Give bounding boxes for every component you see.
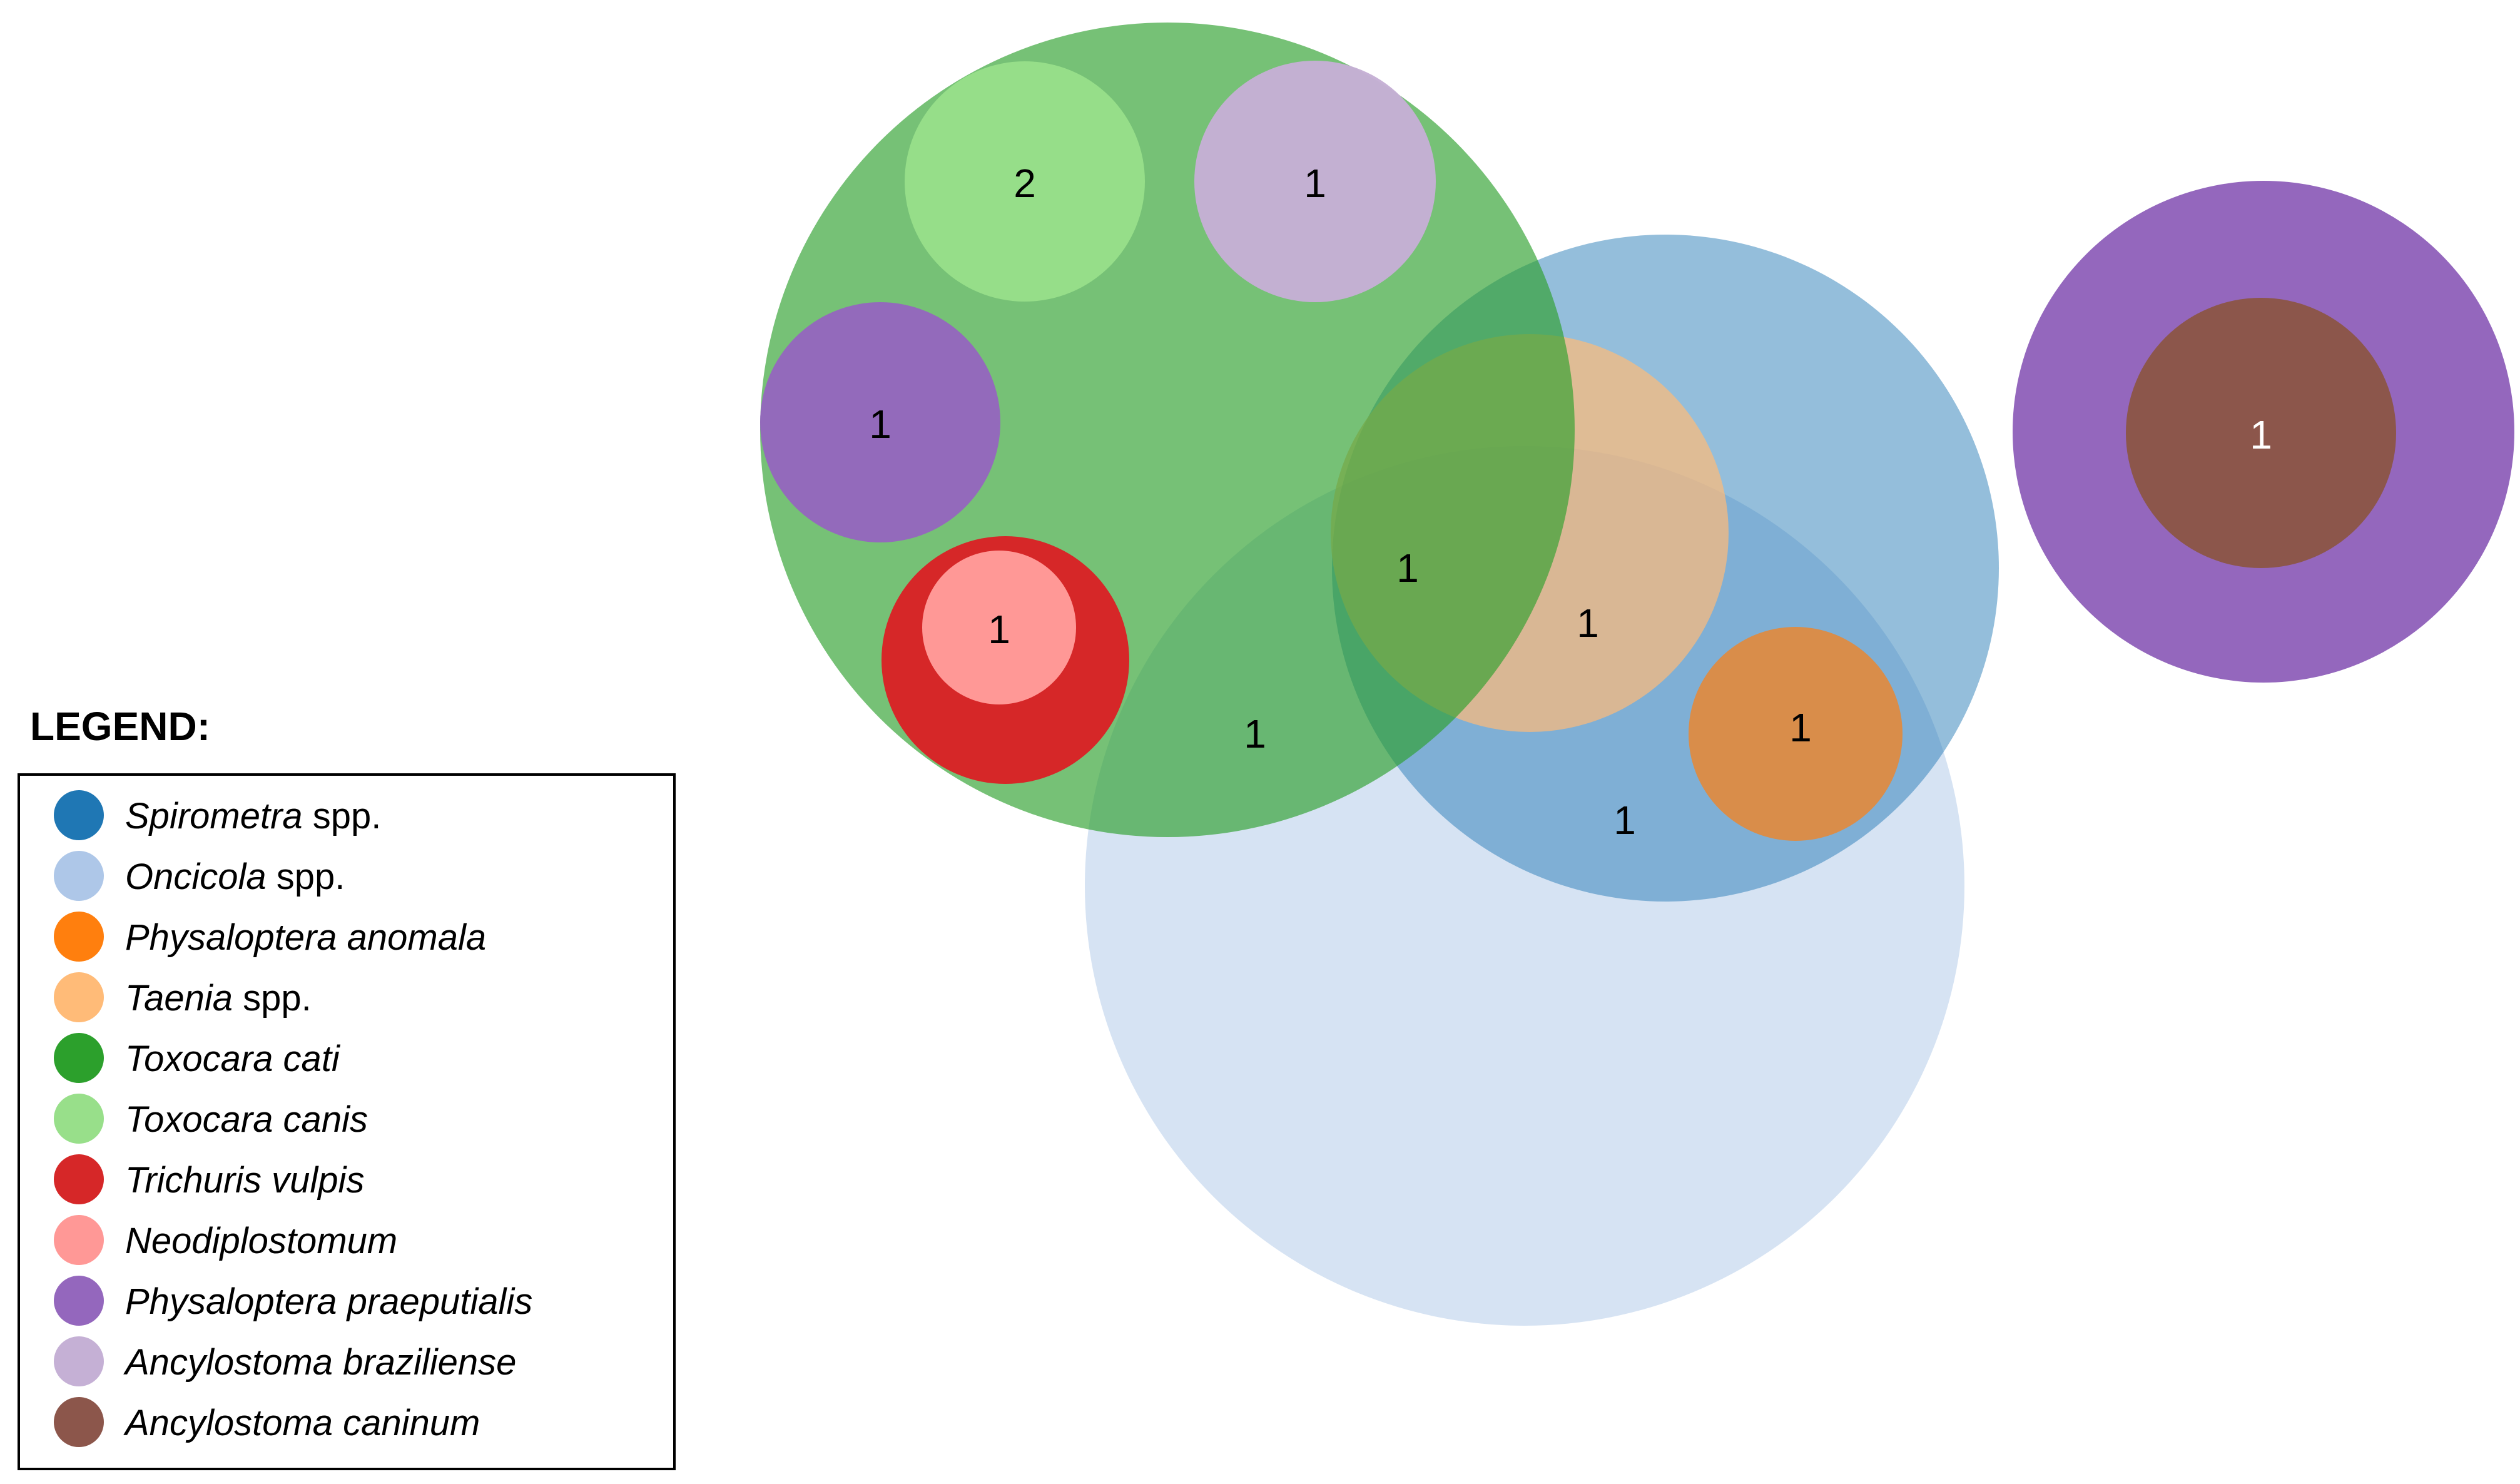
count-spirometra-oncicola: 1 [1613,798,1636,843]
legend-label-trichuris-vulpis: Trichuris vulpis [125,1160,364,1201]
legend-item-ancylostoma-caninum: Ancylostoma caninum [54,1397,480,1447]
circle-physaloptera-anomala [1689,627,1903,841]
legend-genus-toxocara-cati: Toxocara cati [125,1039,341,1079]
legend-item-toxocara-canis: Toxocara canis [54,1094,368,1144]
legend-swatch-neodiplostomum [54,1215,104,1265]
legend-label-oncicola: Oncicola spp. [125,856,345,897]
circle-ancylostoma-braziliense [1194,61,1436,302]
legend-item-ancylostoma-braziliense: Ancylostoma braziliense [54,1336,516,1386]
legend-item-taenia: Taenia spp. [54,972,312,1022]
region-counts: 2 1 1 1 1 1 1 1 1 1 [869,161,2272,843]
legend-swatch-trichuris-vulpis [54,1154,104,1204]
legend-box [18,773,676,1470]
legend-genus-oncicola: Oncicola [125,856,267,897]
legend-item-neodiplostomum: Neodiplostomum [54,1215,397,1265]
set-circles [760,23,2514,1326]
legend-swatch-physaloptera-praeputialis [54,1276,104,1326]
legend-label-physaloptera-anomala: Physaloptera anomala [125,917,486,958]
legend-label-spirometra: Spirometra spp. [125,796,381,836]
legend-label-taenia: Taenia spp. [125,978,312,1019]
legend-item-toxocara-cati: Toxocara cati [54,1033,341,1083]
legend-suffix-taenia: spp. [233,978,312,1019]
legend-label-toxocara-cati: Toxocara cati [125,1039,341,1079]
legend-swatch-ancylostoma-braziliense [54,1336,104,1386]
legend-genus-taenia: Taenia [125,978,233,1019]
legend-genus-trichuris-vulpis: Trichuris vulpis [125,1160,364,1201]
circle-toxocara-canis [905,61,1145,302]
legend-label-ancylostoma-braziliense: Ancylostoma braziliense [123,1342,516,1383]
legend-label-toxocara-canis: Toxocara canis [125,1099,368,1140]
legend-item-physaloptera-anomala: Physaloptera anomala [54,912,486,962]
legend-genus-physaloptera-praeputialis: Physaloptera praeputialis [125,1281,532,1322]
legend-title: LEGEND: [30,704,210,749]
count-spirometra-anomala-oncicola: 1 [1789,705,1812,750]
count-ancylostoma-braziliense: 1 [1304,161,1326,206]
legend-swatch-toxocara-cati [54,1033,104,1083]
legend-label-physaloptera-praeputialis: Physaloptera praeputialis [125,1281,532,1322]
legend-genus-physaloptera-anomala: Physaloptera anomala [125,917,486,958]
circle-physaloptera-praeputialis-a [760,302,1000,542]
count-physaloptera-praeputialis: 1 [869,402,892,447]
legend-label-neodiplostomum: Neodiplostomum [125,1221,397,1261]
legend-item-trichuris-vulpis: Trichuris vulpis [54,1154,364,1204]
legend-items: Spirometra spp.Oncicola spp.Physaloptera… [54,790,532,1447]
legend-genus-neodiplostomum: Neodiplostomum [125,1221,397,1261]
legend: LEGEND: Spirometra spp.Oncicola spp.Phys… [18,704,676,1470]
legend-swatch-ancylostoma-caninum [54,1397,104,1447]
legend-genus-spirometra: Spirometra [125,796,303,836]
legend-swatch-taenia [54,972,104,1022]
count-toxocara-canis: 2 [1014,161,1036,206]
legend-genus-toxocara-canis: Toxocara canis [125,1099,368,1140]
legend-genus-ancylostoma-braziliense: Ancylostoma braziliense [123,1342,516,1383]
legend-item-physaloptera-praeputialis: Physaloptera praeputialis [54,1276,532,1326]
legend-item-spirometra: Spirometra spp. [54,790,381,840]
circle-ancylostoma-caninum [2126,298,2396,568]
count-cati-oncicola: 1 [1244,711,1266,756]
circle-neodiplostomum [922,551,1076,704]
legend-swatch-toxocara-canis [54,1094,104,1144]
legend-suffix-oncicola: spp. [267,856,345,897]
legend-swatch-physaloptera-anomala [54,912,104,962]
legend-label-ancylostoma-caninum: Ancylostoma caninum [123,1403,480,1443]
count-trichuris-neodiplostomum: 1 [988,607,1010,652]
legend-genus-ancylostoma-caninum: Ancylostoma caninum [123,1403,480,1443]
legend-item-oncicola: Oncicola spp. [54,851,345,901]
legend-suffix-spirometra: spp. [303,796,382,836]
count-praeputialis-caninum: 1 [2250,412,2272,457]
legend-swatch-spirometra [54,790,104,840]
count-spirometra-taenia-oncicola: 1 [1577,601,1599,646]
count-cati-spirometra-taenia-oncicola: 1 [1396,546,1419,591]
legend-swatch-oncicola [54,851,104,901]
